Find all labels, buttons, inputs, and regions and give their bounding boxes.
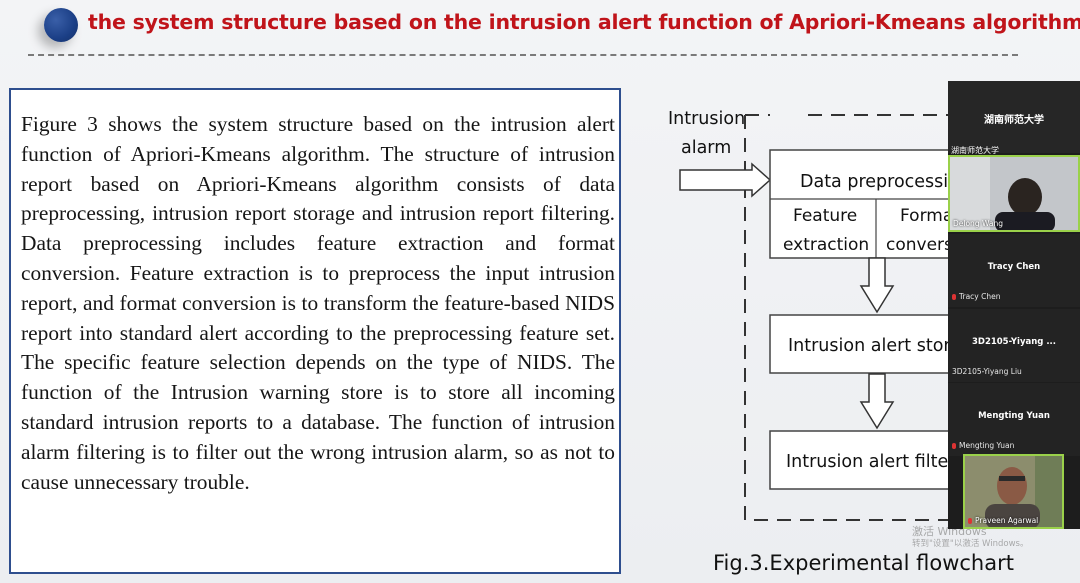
preprocessing-label: Data preprocessing: [800, 172, 970, 192]
participant-tile-mengting-yuan[interactable]: Mengting Yuan Mengting Yuan: [948, 383, 1080, 456]
description-text: Figure 3 shows the system structure base…: [21, 112, 615, 494]
participant-name-tag: Tracy Chen: [952, 292, 1000, 301]
feature-extraction-label-line1: Feature: [793, 206, 857, 226]
storage-label: Intrusion alert stora: [788, 336, 961, 356]
praveen-agarwal-video: [965, 456, 1062, 527]
muted-mic-icon: [952, 294, 956, 300]
flowchart-dashed-frame: [744, 114, 948, 521]
slide-title: the system structure based on the intrus…: [88, 10, 1080, 34]
watermark-line2: 转到"设置"以激活 Windows。: [912, 539, 1029, 549]
video-participant-panel[interactable]: 湖南师范大学 湖南师范大学 Delong Wang Tracy Chen Tra…: [948, 81, 1080, 529]
participant-tile-delong-wang[interactable]: Delong Wang: [948, 155, 1080, 232]
delong-wang-video: [950, 157, 1078, 230]
title-divider: [28, 54, 1018, 56]
participant-name-tag: Praveen Agarwal: [968, 516, 1038, 525]
participant-name-tag: Mengting Yuan: [952, 441, 1014, 450]
down-arrow-1: [859, 257, 895, 314]
org-name-label: 湖南师范大学: [951, 146, 999, 155]
muted-mic-icon: [968, 518, 972, 524]
filtering-label: Intrusion alert filteri: [786, 452, 960, 472]
participant-name: 3D2105-Yiyang Liu: [952, 367, 1022, 376]
participant-name: Delong Wang: [953, 219, 1004, 228]
participant-display-name: Mengting Yuan: [978, 411, 1050, 421]
feature-extraction-label-line2: extraction: [783, 235, 869, 255]
participant-tile-yiyang-liu[interactable]: 3D2105-Yiyang ... 3D2105-Yiyang Liu: [948, 309, 1080, 382]
windows-activation-watermark: 激活 Windows 转到"设置"以激活 Windows。: [912, 526, 1028, 550]
storage-box: [769, 314, 961, 374]
host-tile[interactable]: 湖南师范大学 湖南师范大学: [948, 81, 1080, 155]
muted-mic-icon: [952, 443, 956, 449]
participant-name-tag: 3D2105-Yiyang Liu: [952, 367, 1022, 376]
participant-display-name: Tracy Chen: [987, 262, 1041, 272]
figure-caption: Fig.3.Experimental flowchart: [713, 551, 1014, 575]
title-bullet: [44, 8, 78, 42]
participant-name: Tracy Chen: [959, 292, 1001, 301]
format-conversion-label-line2: convers: [886, 235, 953, 255]
participant-tile-praveen-agarwal[interactable]: Praveen Agarwal: [963, 454, 1064, 529]
preprocessing-box: [769, 149, 961, 259]
filtering-box: [769, 430, 961, 490]
participant-name: Mengting Yuan: [959, 441, 1015, 450]
participant-tile-tracy-chen[interactable]: Tracy Chen Tracy Chen: [948, 234, 1080, 307]
input-arrow: [679, 162, 772, 198]
host-tile-label: 湖南师范大学: [984, 115, 1044, 126]
participant-display-name: 3D2105-Yiyang ...: [971, 337, 1057, 347]
description-box: Figure 3 shows the system structure base…: [9, 88, 621, 574]
down-arrow-2: [859, 373, 895, 430]
flow-input-label-line2: alarm: [681, 138, 731, 158]
format-conversion-label-line1: Forma: [900, 206, 953, 226]
participant-name: Praveen Agarwal: [975, 516, 1039, 525]
flow-input-label-line1: Intrusion: [668, 109, 745, 129]
